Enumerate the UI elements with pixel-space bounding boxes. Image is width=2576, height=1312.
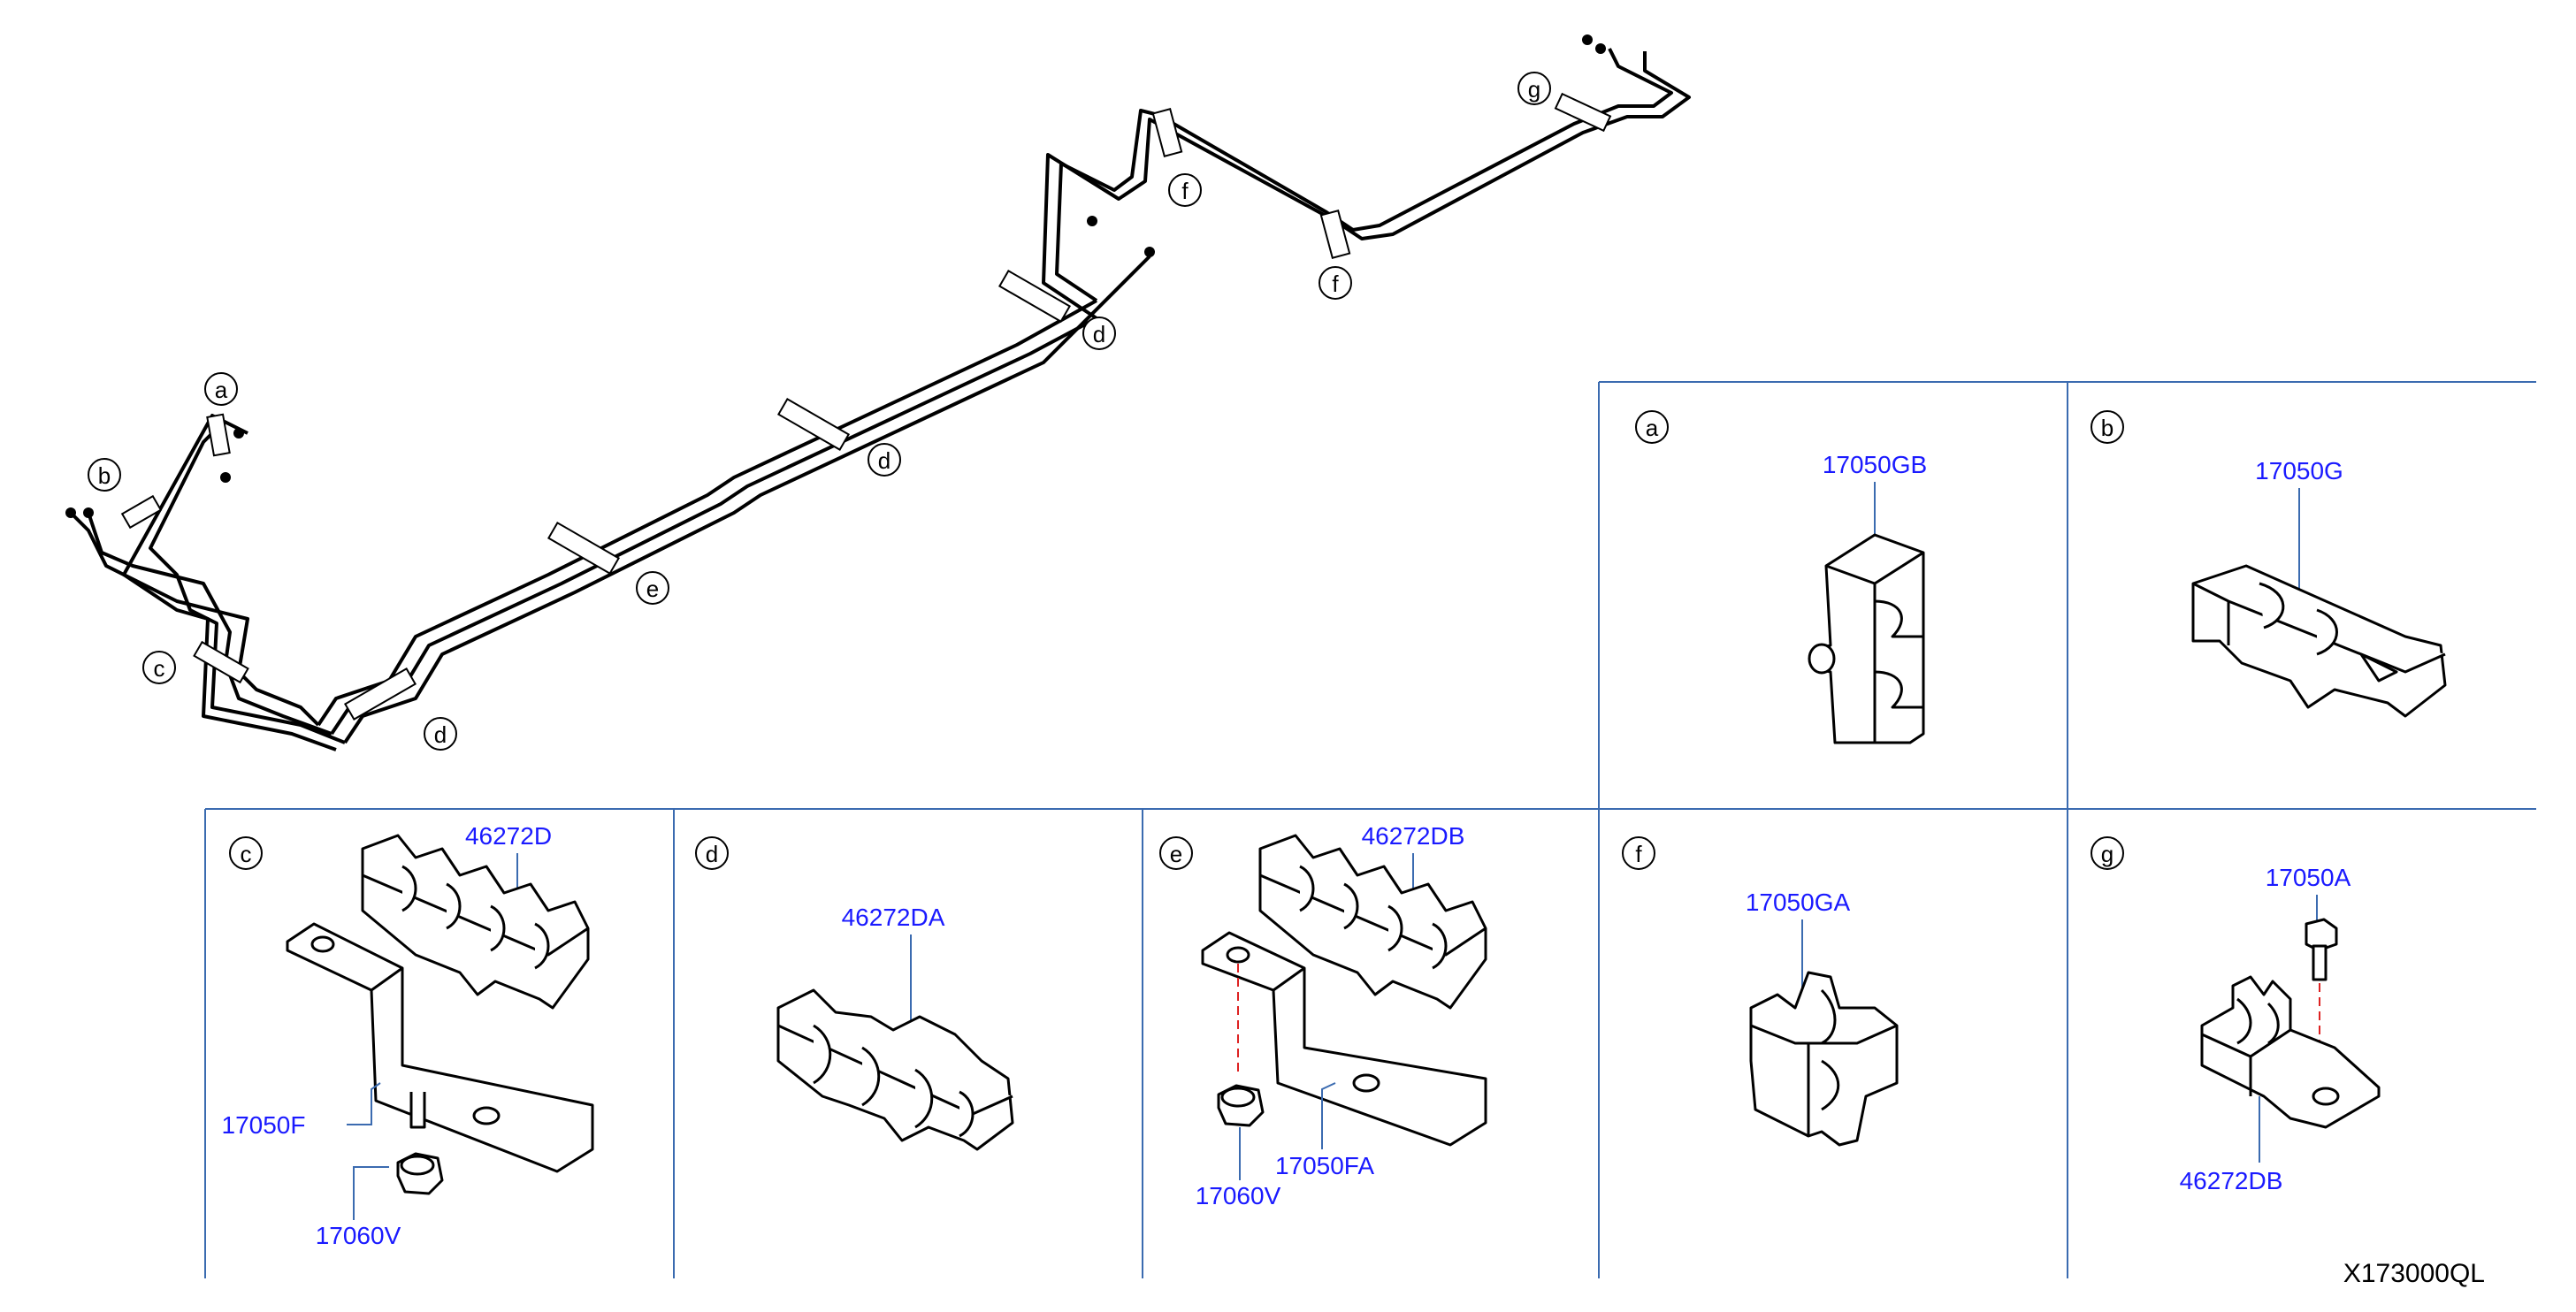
panel-c-label: c [241,841,252,867]
part-number-17050G: 17050G [2255,457,2343,484]
part-number-17050A: 17050A [2266,864,2351,891]
nut-17060V-e [1217,1084,1265,1127]
part-number-17050GB: 17050GB [1823,451,1927,478]
figure-reference: X173000QL [2343,1259,2485,1288]
svg-text:d: d [434,721,447,748]
panel-b: b 17050G [2091,410,2447,718]
svg-text:d: d [878,447,891,474]
part-number-17050GA: 17050GA [1746,889,1851,916]
pipe-routing-overview [65,34,1691,751]
panel-e-label: e [1170,841,1182,867]
callout-d3: d [1082,317,1116,350]
callout-d1: d [424,717,457,751]
panel-g: g 17050A 46272DB [2091,836,2381,1194]
clamp-46272DA [776,988,1014,1151]
panel-f-label: f [1635,841,1642,867]
part-number-46272DB-g: 46272DB [2180,1167,2283,1194]
callout-b: b [88,458,121,492]
svg-text:b: b [98,462,111,489]
panel-d-label: d [706,841,718,867]
panel-a-label: a [1646,415,1659,441]
bracket-17050F [286,922,594,1173]
callout-f1: f [1168,173,1202,207]
part-number-17050FA: 17050FA [1275,1152,1374,1179]
svg-text:c: c [154,655,165,682]
detail-grid [204,381,2536,1278]
panel-b-label: b [2101,415,2114,441]
part-number-46272D: 46272D [465,822,552,850]
svg-text:d: d [1093,321,1105,347]
part-number-17060V-c: 17060V [316,1222,401,1249]
panel-g-label: g [2101,841,2114,867]
callout-a: a [204,372,238,406]
part-number-17050F: 17050F [222,1111,306,1139]
svg-text:f: f [1332,271,1339,297]
callout-f2: f [1319,266,1352,300]
bracket-clip-46272DB [2200,975,2381,1129]
svg-text:e: e [646,576,659,602]
callout-d2: d [868,443,901,477]
clip-17050GB [1808,533,1925,744]
nut-17060V [396,1152,444,1195]
svg-text:a: a [215,377,228,403]
panel-a: a 17050GB [1635,410,1927,744]
svg-text:f: f [1181,178,1189,204]
clamp-46272D [361,834,590,1010]
overview-callouts: a b c d e d d f f g [88,72,1551,751]
callout-c: c [142,651,176,684]
callout-g: g [1517,72,1551,105]
panel-e: e 46272DB 17060V 17050FA [1159,822,1487,1209]
svg-text:g: g [1528,76,1540,103]
panel-d: d 46272DA [695,836,1014,1151]
clip-17050G [2191,564,2447,718]
part-number-46272DA: 46272DA [842,904,945,931]
bolt-17050A [2305,918,2338,981]
clamp-46272DB [1258,834,1487,1010]
panel-f: f 17050GA [1622,836,1899,1147]
panel-c: c 46272D 17050F 17060V [222,822,594,1249]
clip-17050GA [1749,971,1899,1147]
callout-e: e [636,571,669,605]
part-number-17060V-e: 17060V [1196,1182,1281,1209]
bracket-17050FA [1201,931,1487,1147]
part-number-46272DB-e: 46272DB [1362,822,1465,850]
